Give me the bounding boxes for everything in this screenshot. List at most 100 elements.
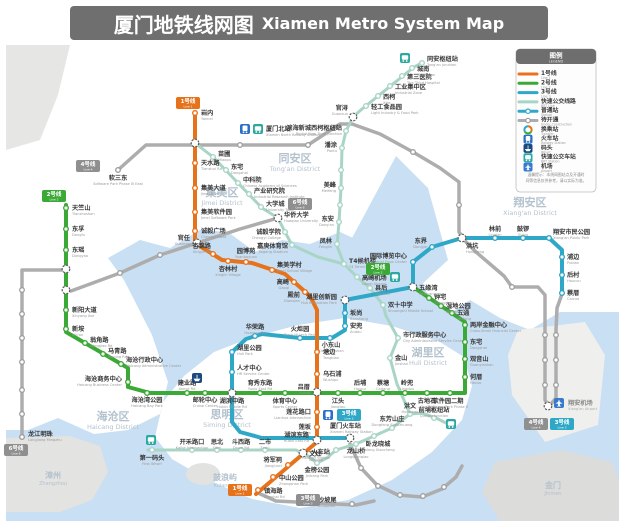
station-dot-unnamed[interactable] (19, 311, 25, 317)
station-dot-unnamed[interactable] (305, 142, 311, 148)
station-dot-unnamed[interactable] (509, 284, 515, 290)
station-dot-unnamed[interactable] (441, 484, 447, 490)
station-dot-unnamed[interactable] (338, 167, 344, 173)
station-dot-unnamed[interactable] (542, 332, 548, 338)
station-dot-unnamed[interactable] (542, 382, 548, 388)
station-dot-unnamed[interactable] (337, 202, 343, 208)
station-dot-unnamed[interactable] (19, 387, 25, 393)
station-dot-unnamed[interactable] (117, 270, 123, 276)
station-dot-unnamed[interactable] (375, 483, 381, 489)
station-unnamed[interactable] (543, 401, 553, 411)
station-dot-unnamed[interactable] (410, 149, 416, 155)
station-dot-unnamed[interactable] (456, 202, 462, 208)
station-dot-unnamed[interactable] (420, 493, 426, 499)
station-unnamed[interactable] (61, 285, 71, 295)
station-dot-unnamed[interactable] (358, 465, 364, 471)
station-dot-unnamed[interactable] (553, 357, 559, 363)
station-dot-unnamed[interactable] (397, 492, 403, 498)
